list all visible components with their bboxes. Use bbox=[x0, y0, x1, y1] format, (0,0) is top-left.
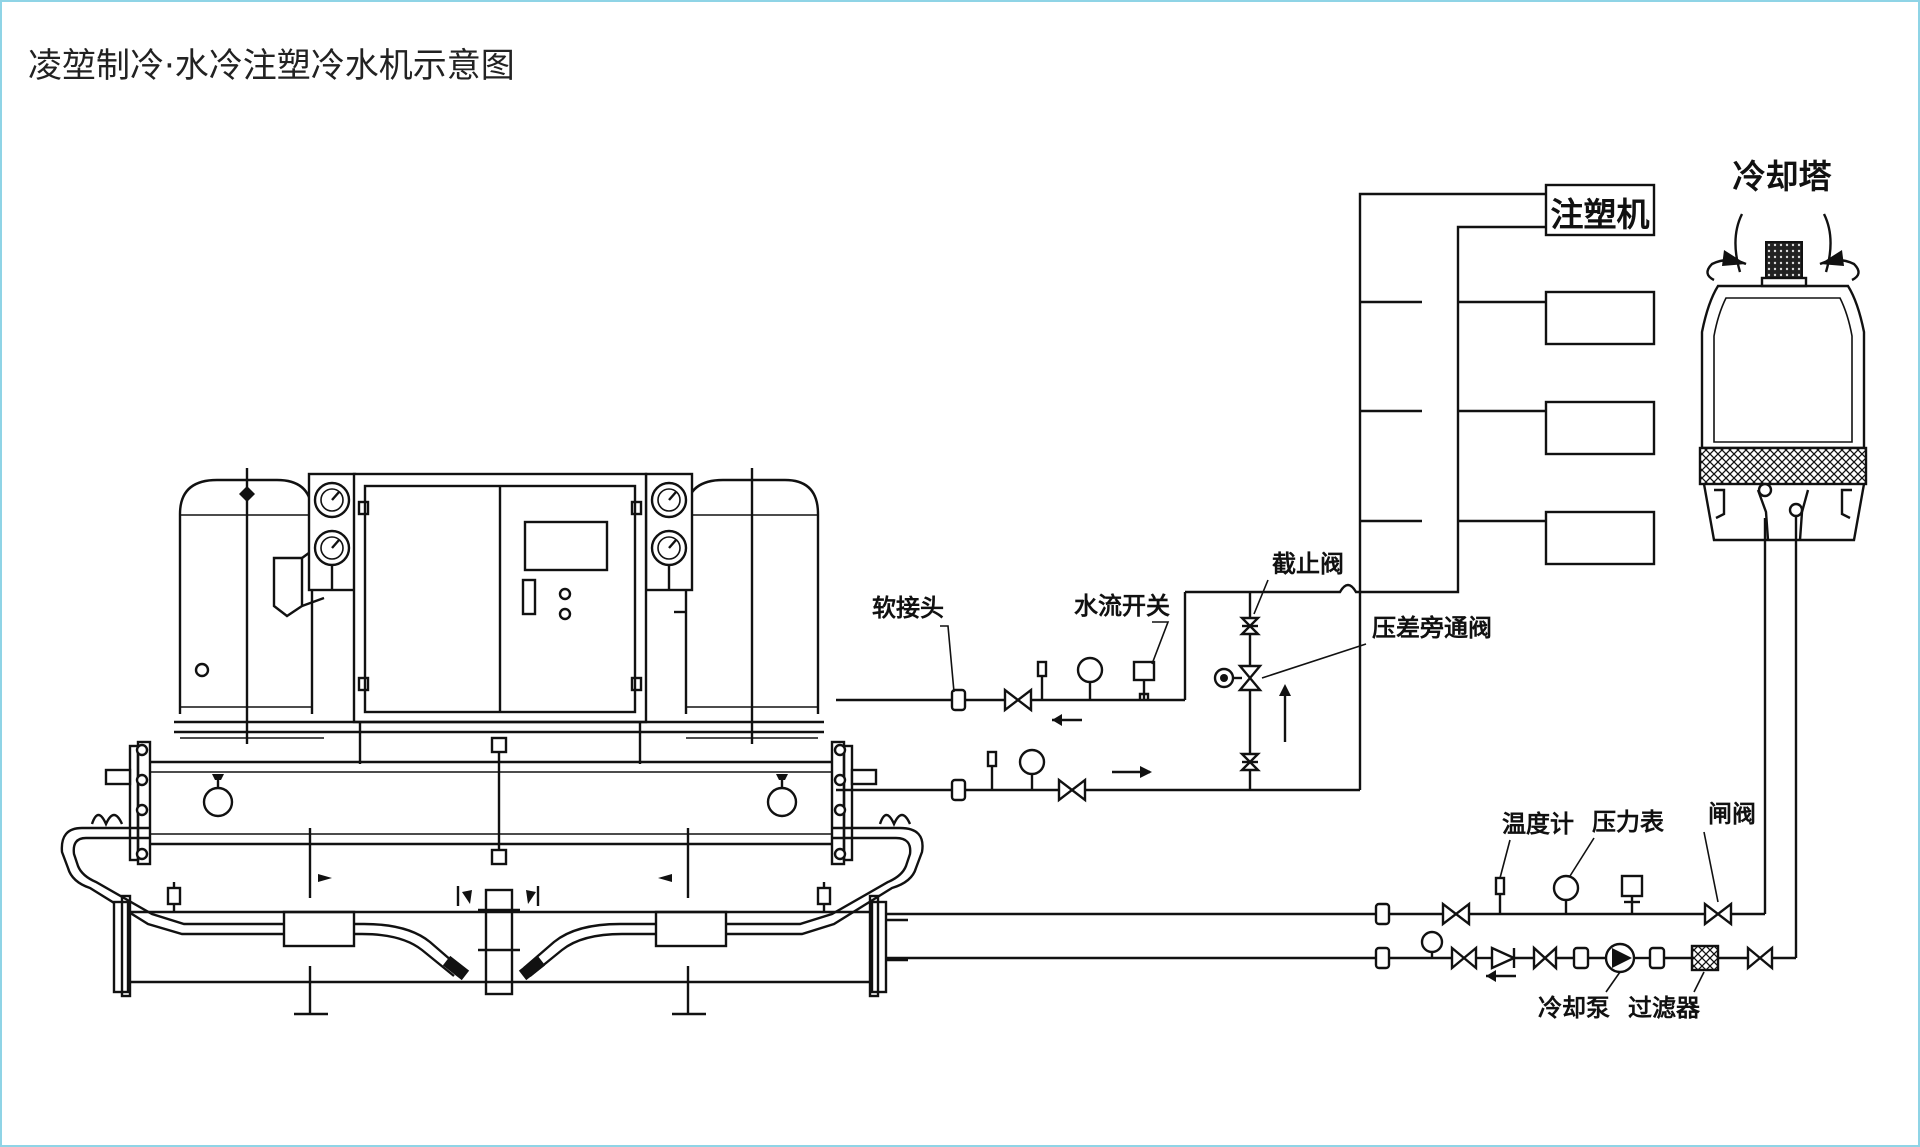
cooling-pump-label: 冷却泵 bbox=[1538, 994, 1610, 1022]
tower-fan-icon bbox=[1765, 241, 1803, 281]
soft-joint-label: 软接头 bbox=[872, 594, 944, 622]
soft-joint-supply bbox=[950, 688, 967, 712]
supply-valve-icon bbox=[1003, 687, 1033, 713]
flow-switch-label: 水流开关 bbox=[1074, 592, 1170, 620]
stop-valve-label: 截止阀 bbox=[1272, 550, 1344, 578]
right-compressor bbox=[674, 468, 820, 744]
control-switch bbox=[521, 578, 537, 616]
chiller-unit bbox=[60, 468, 924, 1016]
cooling-tower bbox=[1698, 213, 1868, 542]
filter-label: 过滤器 bbox=[1628, 994, 1701, 1022]
bypass-valve-icon bbox=[1237, 664, 1263, 692]
condenser-shell bbox=[90, 736, 912, 866]
pressure-gauge-label: 压力表 bbox=[1592, 808, 1665, 836]
tower-fill-media bbox=[1698, 446, 1868, 486]
gate-valve-icon bbox=[1703, 901, 1733, 927]
injection-machine-4 bbox=[1544, 510, 1656, 566]
cooling-tower-label: 冷却塔 bbox=[1733, 157, 1833, 196]
injection-machine-1: 注塑机 bbox=[1544, 183, 1656, 237]
injection-machine-2 bbox=[1544, 290, 1656, 346]
labels: 冷却塔 软接头 水流开关 截止阀 压差旁通阀 温度计 压力表 闸阀 冷却泵 过滤… bbox=[872, 157, 1833, 1022]
return-valve-icon bbox=[1057, 777, 1087, 803]
thermometer-icon bbox=[1494, 876, 1506, 896]
sight-glass-icon bbox=[194, 662, 210, 678]
gate-valve-label: 闸阀 bbox=[1708, 800, 1756, 828]
pressure-gauge-icon bbox=[1076, 656, 1104, 684]
pressure-gauge-icon bbox=[1018, 748, 1046, 776]
bypass-valve-label: 压差旁通阀 bbox=[1372, 614, 1492, 642]
injection-machine-label: 注塑机 bbox=[1551, 195, 1650, 234]
thermometer-icon bbox=[986, 750, 998, 768]
evaporator-shell bbox=[112, 828, 908, 1016]
soft-joint-return bbox=[950, 778, 967, 802]
drier-filter-left bbox=[282, 910, 356, 948]
refrigerant-distributor bbox=[462, 888, 536, 996]
drier-filter-right bbox=[654, 910, 728, 948]
flow-switch-icon bbox=[1132, 660, 1156, 682]
pressure-gauge-icon bbox=[1552, 874, 1580, 902]
cooling-water-loop bbox=[886, 516, 1798, 982]
indicator-light-icon bbox=[558, 607, 572, 621]
control-display-screen bbox=[523, 520, 609, 572]
thermometer-icon bbox=[1036, 660, 1048, 678]
thermometer-label: 温度计 bbox=[1502, 810, 1574, 838]
left-gauge-panel bbox=[307, 472, 357, 592]
chilled-water-loop: 注塑机 bbox=[836, 183, 1656, 803]
indicator-light-icon bbox=[558, 587, 572, 601]
right-gauge-panel bbox=[644, 472, 694, 592]
left-compressor bbox=[178, 468, 325, 744]
control-cabinet bbox=[352, 472, 648, 764]
filter-icon bbox=[1690, 944, 1720, 972]
page-title: 凌堃制冷·水冷注塑冷水机示意图 bbox=[28, 46, 515, 86]
injection-machine-3 bbox=[1544, 400, 1656, 456]
